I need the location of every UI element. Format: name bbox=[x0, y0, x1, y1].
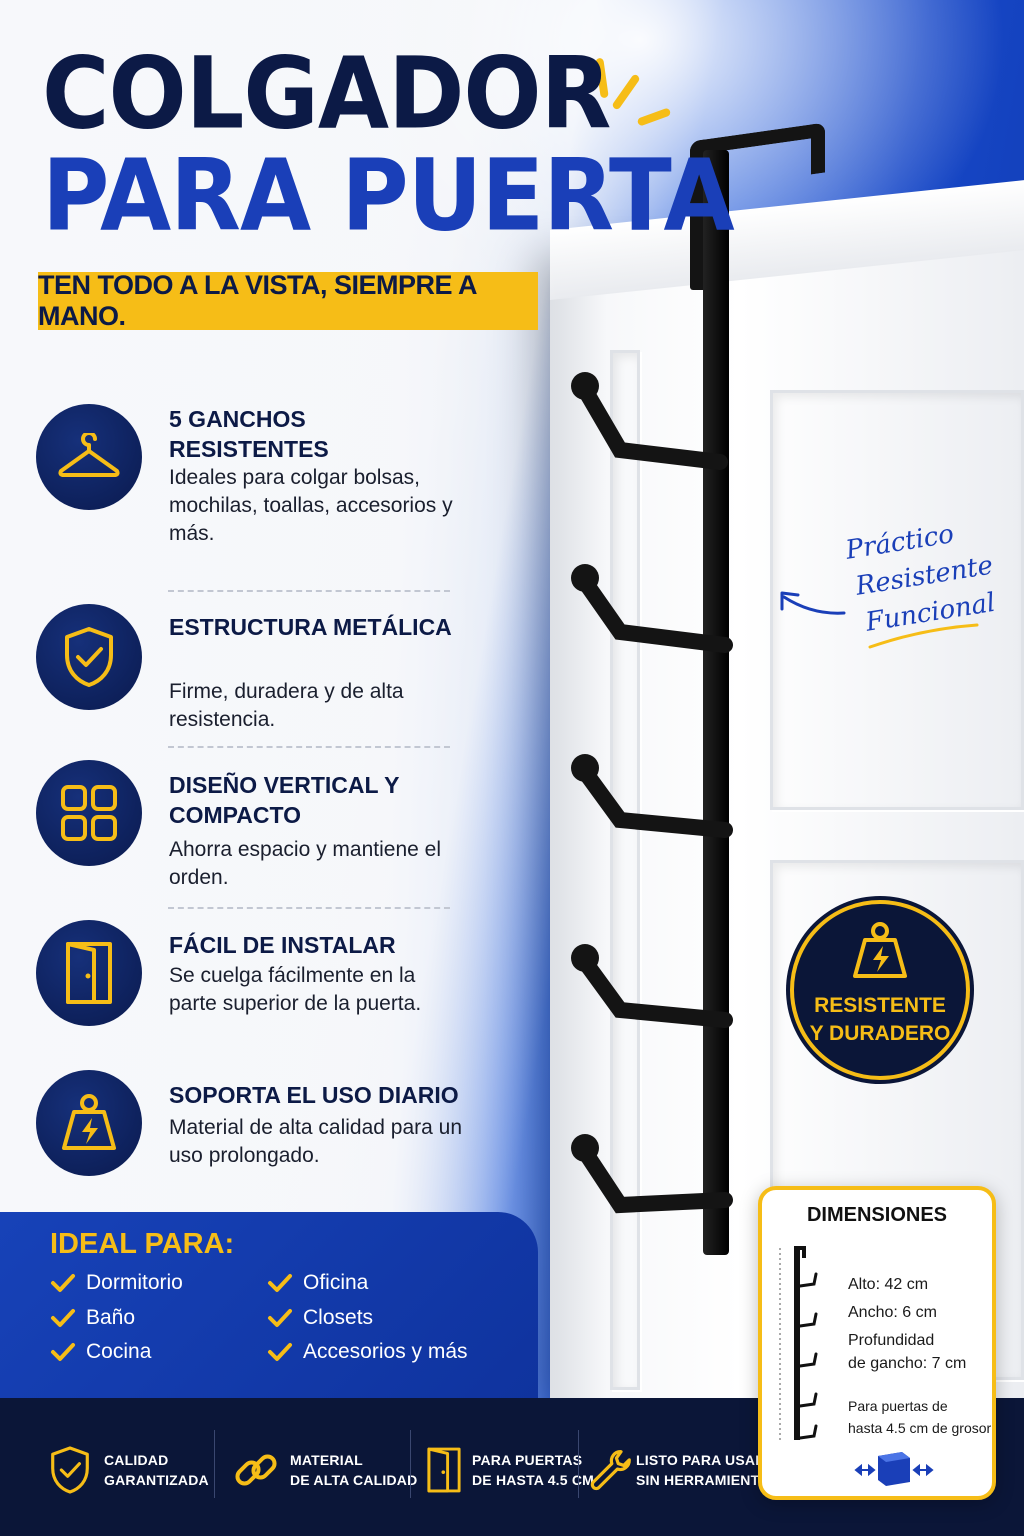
feature-description: Ahorra espacio y mantiene el orden. bbox=[169, 838, 441, 889]
hook-2 bbox=[577, 574, 733, 653]
bottom-item-quality: CALIDAD GARANTIZADA bbox=[48, 1430, 209, 1510]
ideal-item-label: Baño bbox=[86, 1306, 136, 1329]
dimension-door-thickness: hasta 4.5 cm de grosor bbox=[848, 1420, 992, 1436]
door-icon bbox=[427, 1447, 461, 1493]
feature-title: FÁCIL DE INSTALAR bbox=[169, 932, 396, 958]
shield-check-icon bbox=[51, 1446, 89, 1494]
wrench-icon bbox=[590, 1450, 631, 1491]
dimension-width: Ancho: 6 cm bbox=[848, 1304, 937, 1321]
dimension-height: Alto: 42 cm bbox=[848, 1276, 929, 1293]
ideal-item-label: Dormitorio bbox=[86, 1271, 183, 1294]
grid-icon bbox=[36, 760, 142, 866]
hook-3 bbox=[577, 764, 733, 838]
ideal-item-label: Accesorios y más bbox=[303, 1340, 468, 1363]
feature-structure: ESTRUCTURA METÁLICA Firme, duradera y de… bbox=[36, 604, 456, 734]
bottom-item-line: MATERIAL bbox=[290, 1452, 363, 1468]
rack-diagram-icon bbox=[779, 1246, 818, 1440]
check-icon bbox=[268, 1309, 292, 1327]
hook-4 bbox=[577, 954, 733, 1028]
ideal-item: Closets bbox=[267, 1306, 373, 1330]
divider bbox=[168, 746, 450, 748]
bottom-item-line: DE ALTA CALIDAD bbox=[290, 1472, 418, 1488]
ideal-item-label: Closets bbox=[303, 1306, 374, 1329]
bottom-item-line: SIN HERRAMIENTAS bbox=[636, 1472, 779, 1488]
feature-hooks: 5 GANCHOS RESISTENTES Ideales para colga… bbox=[36, 404, 456, 584]
ideal-item-label: Oficina bbox=[303, 1271, 369, 1294]
badge-line: Y DURADERO bbox=[809, 1022, 951, 1045]
feature-description: Material de alta calidad para un uso pro… bbox=[169, 1116, 463, 1167]
chain-link-icon bbox=[235, 1454, 277, 1486]
page-subtitle: PARA PUERTA bbox=[42, 137, 735, 254]
durability-badge bbox=[790, 900, 970, 1080]
ideal-title: IDEAL PARA: bbox=[50, 1228, 235, 1260]
feature-title: ESTRUCTURA METÁLICA bbox=[169, 614, 452, 640]
check-icon bbox=[51, 1309, 75, 1327]
divider bbox=[168, 907, 450, 909]
bottom-separator bbox=[410, 1430, 411, 1498]
weight-icon bbox=[853, 922, 907, 978]
bottom-item-line: GARANTIZADA bbox=[104, 1472, 209, 1488]
badge-text: RESISTENTE Y DURADERO bbox=[790, 992, 970, 1048]
weight-icon bbox=[36, 1070, 142, 1176]
bottom-separator bbox=[578, 1430, 579, 1498]
rack-hooks bbox=[571, 372, 733, 1214]
check-icon bbox=[51, 1274, 75, 1292]
feature-daily-use: SOPORTA EL USO DIARIO Material de alta c… bbox=[36, 1070, 462, 1180]
dimension-depth: Profundidad bbox=[848, 1332, 935, 1349]
check-icon bbox=[268, 1343, 292, 1361]
hook-5 bbox=[577, 1144, 733, 1214]
check-icon bbox=[268, 1274, 292, 1292]
feature-description: Se cuelga fácilmente en la parte superio… bbox=[169, 964, 422, 1015]
ideal-item: Cocina bbox=[50, 1340, 151, 1364]
thickness-icon bbox=[854, 1452, 934, 1486]
feature-title: 5 GANCHOS RESISTENTES bbox=[169, 406, 329, 462]
bottom-item-line: CALIDAD bbox=[104, 1452, 169, 1468]
tagline: TEN TODO A LA VISTA, SIEMPRE A MANO. bbox=[38, 270, 538, 331]
hanger-icon bbox=[36, 404, 142, 510]
ideal-item: Dormitorio bbox=[50, 1271, 183, 1295]
feature-description: Firme, duradera y de alta resistencia. bbox=[169, 680, 404, 731]
ideal-panel bbox=[0, 1212, 538, 1398]
callout-arrow bbox=[780, 591, 979, 649]
dimensions-title: DIMENSIONES bbox=[806, 1204, 948, 1226]
dimension-depth: de gancho: 7 cm bbox=[848, 1355, 967, 1372]
bottom-item-material: MATERIAL DE ALTA CALIDAD bbox=[232, 1430, 417, 1510]
ideal-item: Oficina bbox=[267, 1271, 368, 1295]
ideal-item-label: Cocina bbox=[86, 1340, 152, 1363]
spark-accent bbox=[611, 73, 641, 111]
bottom-item-line: DE HASTA 4.5 CM bbox=[472, 1472, 595, 1488]
badge-line: RESISTENTE bbox=[814, 994, 946, 1017]
feature-description: Ideales para colgar bolsas, mochilas, to… bbox=[169, 466, 453, 545]
bottom-separator bbox=[214, 1430, 215, 1498]
ideal-item: Baño bbox=[50, 1306, 135, 1330]
door-panel-upper bbox=[770, 390, 1024, 810]
dimension-door-thickness: Para puertas de bbox=[848, 1398, 948, 1414]
feature-title: DISEÑO VERTICAL Y COMPACTO bbox=[169, 772, 400, 828]
check-icon bbox=[51, 1343, 75, 1361]
divider bbox=[168, 590, 450, 592]
shield-check-icon bbox=[36, 604, 142, 710]
rack-bar bbox=[703, 150, 729, 1255]
feature-design: DISEÑO VERTICAL Y COMPACTO Ahorra espaci… bbox=[36, 760, 456, 890]
ideal-item: Accesorios y más bbox=[267, 1340, 468, 1364]
door-icon bbox=[36, 920, 142, 1026]
page-title: COLGADOR bbox=[42, 35, 611, 152]
feature-title: SOPORTA EL USO DIARIO bbox=[169, 1082, 459, 1108]
bottom-item-door: PARA PUERTAS DE HASTA 4.5 CM bbox=[426, 1430, 594, 1510]
bottom-item-line: LISTO PARA USAR bbox=[636, 1452, 766, 1468]
spark-accent bbox=[636, 107, 672, 127]
door-panel-inner-left bbox=[610, 350, 640, 1390]
feature-install: FÁCIL DE INSTALAR Se cuelga fácilmente e… bbox=[36, 920, 456, 1050]
bottom-item-line: PARA PUERTAS bbox=[472, 1452, 583, 1468]
bottom-item-tools: LISTO PARA USAR SIN HERRAMIENTAS bbox=[588, 1430, 778, 1510]
hook-1 bbox=[577, 382, 728, 470]
